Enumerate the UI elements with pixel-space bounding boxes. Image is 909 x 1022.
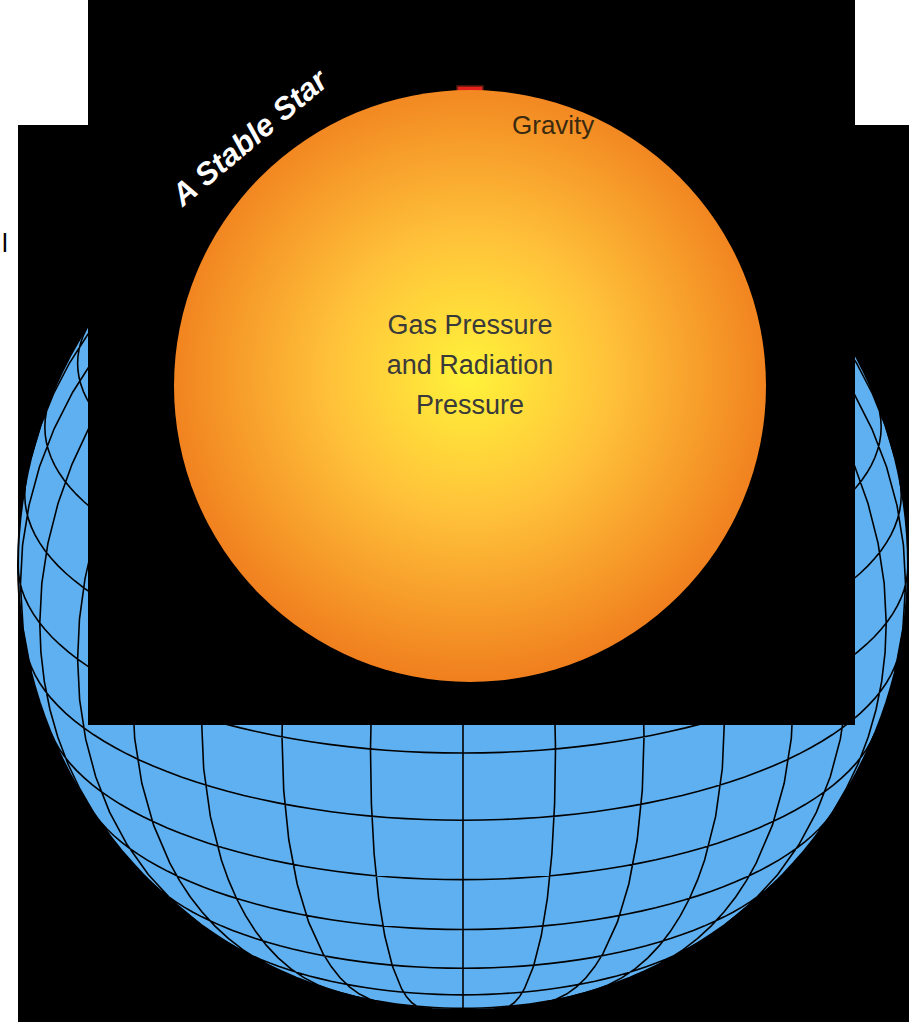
star-outline <box>172 88 768 684</box>
star-circle: Gas Pressure and Radiation Pressure <box>172 88 768 684</box>
force-label: Gravity <box>512 110 594 141</box>
node-text: Gas Pressure and Radiation Pressure <box>380 305 560 425</box>
edge-fragment: l <box>2 228 8 259</box>
front-panel <box>88 0 855 725</box>
star-body <box>174 90 766 682</box>
